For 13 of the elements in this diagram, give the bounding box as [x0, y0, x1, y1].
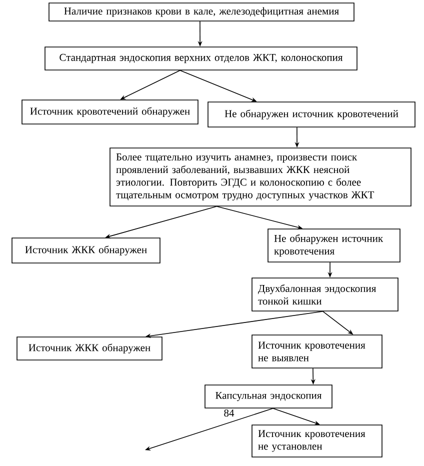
flowchart-box: Источник кровотечения не установлен [252, 424, 382, 458]
page-number: 84 [224, 409, 234, 417]
flowchart-box: Источник ЖКК обнаружен [16, 336, 162, 360]
flowchart-box: Источник ЖКК обнаружен [12, 238, 160, 264]
flowchart-box: Не обнаружен источник кровотечений [208, 102, 416, 128]
flowchart-box: Не обнаружен источник кровотечения [268, 228, 400, 262]
flowchart-box: Стандартная эндоскопия верхних отделов ЖКТ, колоноскопия [44, 46, 358, 70]
flowchart-box: Наличие признаков крови в кале, железодефицитная анемия [48, 2, 354, 22]
flowchart-box: Более тщательно изучить анамнез, произвести поиск проявлений заболеваний, вызвавших ЖКК неясной этиологии. Повторить ЭГДС и колоноскопию с более тщательным осмотром трудно доступных участков ЖКТ [110, 148, 412, 206]
flowchart-box: Источник кровотечений обнаружен [22, 100, 198, 124]
flowchart-box: Двухбалонная эндоскопия тонкой кишки [252, 278, 398, 312]
flowchart-box: Капсульная эндоскопия [204, 384, 332, 408]
flowchart-box: Источник кровотечения не выявлен [252, 334, 382, 368]
